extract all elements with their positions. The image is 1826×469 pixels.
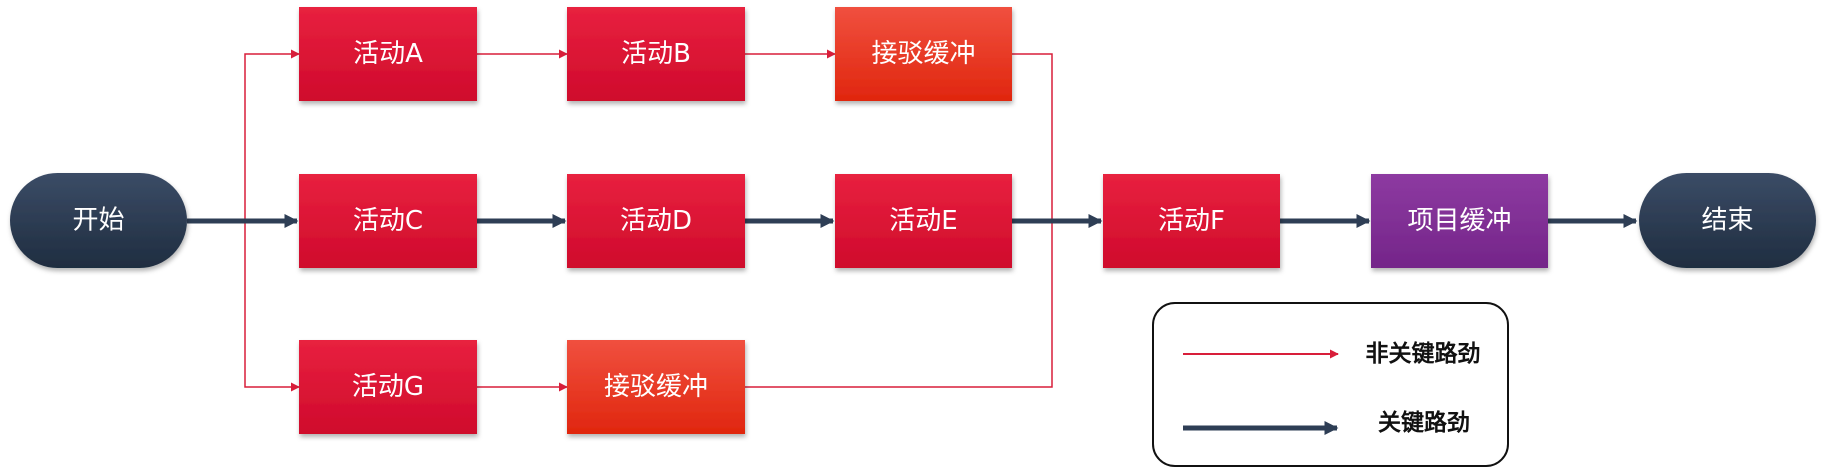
activity-a-label: 活动A bbox=[353, 39, 423, 69]
feeding-buffer-top-node: 接驳缓冲 bbox=[835, 7, 1012, 101]
activity-f-label: 活动F bbox=[1158, 206, 1225, 236]
activity-c-label: 活动C bbox=[353, 206, 423, 236]
activity-b-node: 活动B bbox=[567, 7, 745, 101]
start-label: 开始 bbox=[72, 206, 124, 236]
connector-feeding-top-merge bbox=[1012, 53, 1053, 221]
connector-feeding-bottom-merge bbox=[745, 221, 1053, 388]
end-label: 结束 bbox=[1701, 206, 1753, 236]
activity-f-node: 活动F bbox=[1103, 174, 1280, 268]
activity-b-label: 活动B bbox=[621, 39, 691, 69]
legend: 非关键路劲 关键路劲 bbox=[1152, 302, 1509, 467]
legend-box bbox=[1152, 302, 1509, 467]
activity-a-node: 活动A bbox=[299, 7, 477, 101]
project-buffer-node: 项目缓冲 bbox=[1371, 174, 1548, 268]
connector-start-to-activity-a bbox=[244, 49, 300, 221]
activity-g-label: 活动G bbox=[352, 372, 424, 402]
project-buffer-label: 项目缓冲 bbox=[1407, 206, 1511, 236]
feeding-buffer-bottom-node: 接驳缓冲 bbox=[567, 340, 745, 434]
connector-start-to-activity-g bbox=[244, 221, 300, 392]
legend-critical-label: 关键路劲 bbox=[1378, 409, 1470, 436]
activity-e-node: 活动E bbox=[835, 174, 1012, 268]
activity-c-node: 活动C bbox=[299, 174, 477, 268]
activity-g-node: 活动G bbox=[299, 340, 477, 434]
feeding-buffer-top-label: 接驳缓冲 bbox=[871, 39, 975, 69]
noncritical-connectors bbox=[244, 49, 1053, 392]
end-node: 结束 bbox=[1639, 173, 1816, 268]
activity-d-node: 活动D bbox=[567, 174, 745, 268]
activity-d-label: 活动D bbox=[620, 206, 692, 236]
activity-e-label: 活动E bbox=[889, 206, 957, 236]
start-node: 开始 bbox=[10, 173, 187, 268]
legend-noncritical-label: 非关键路劲 bbox=[1366, 340, 1481, 367]
feeding-buffer-bottom-label: 接驳缓冲 bbox=[604, 372, 708, 402]
